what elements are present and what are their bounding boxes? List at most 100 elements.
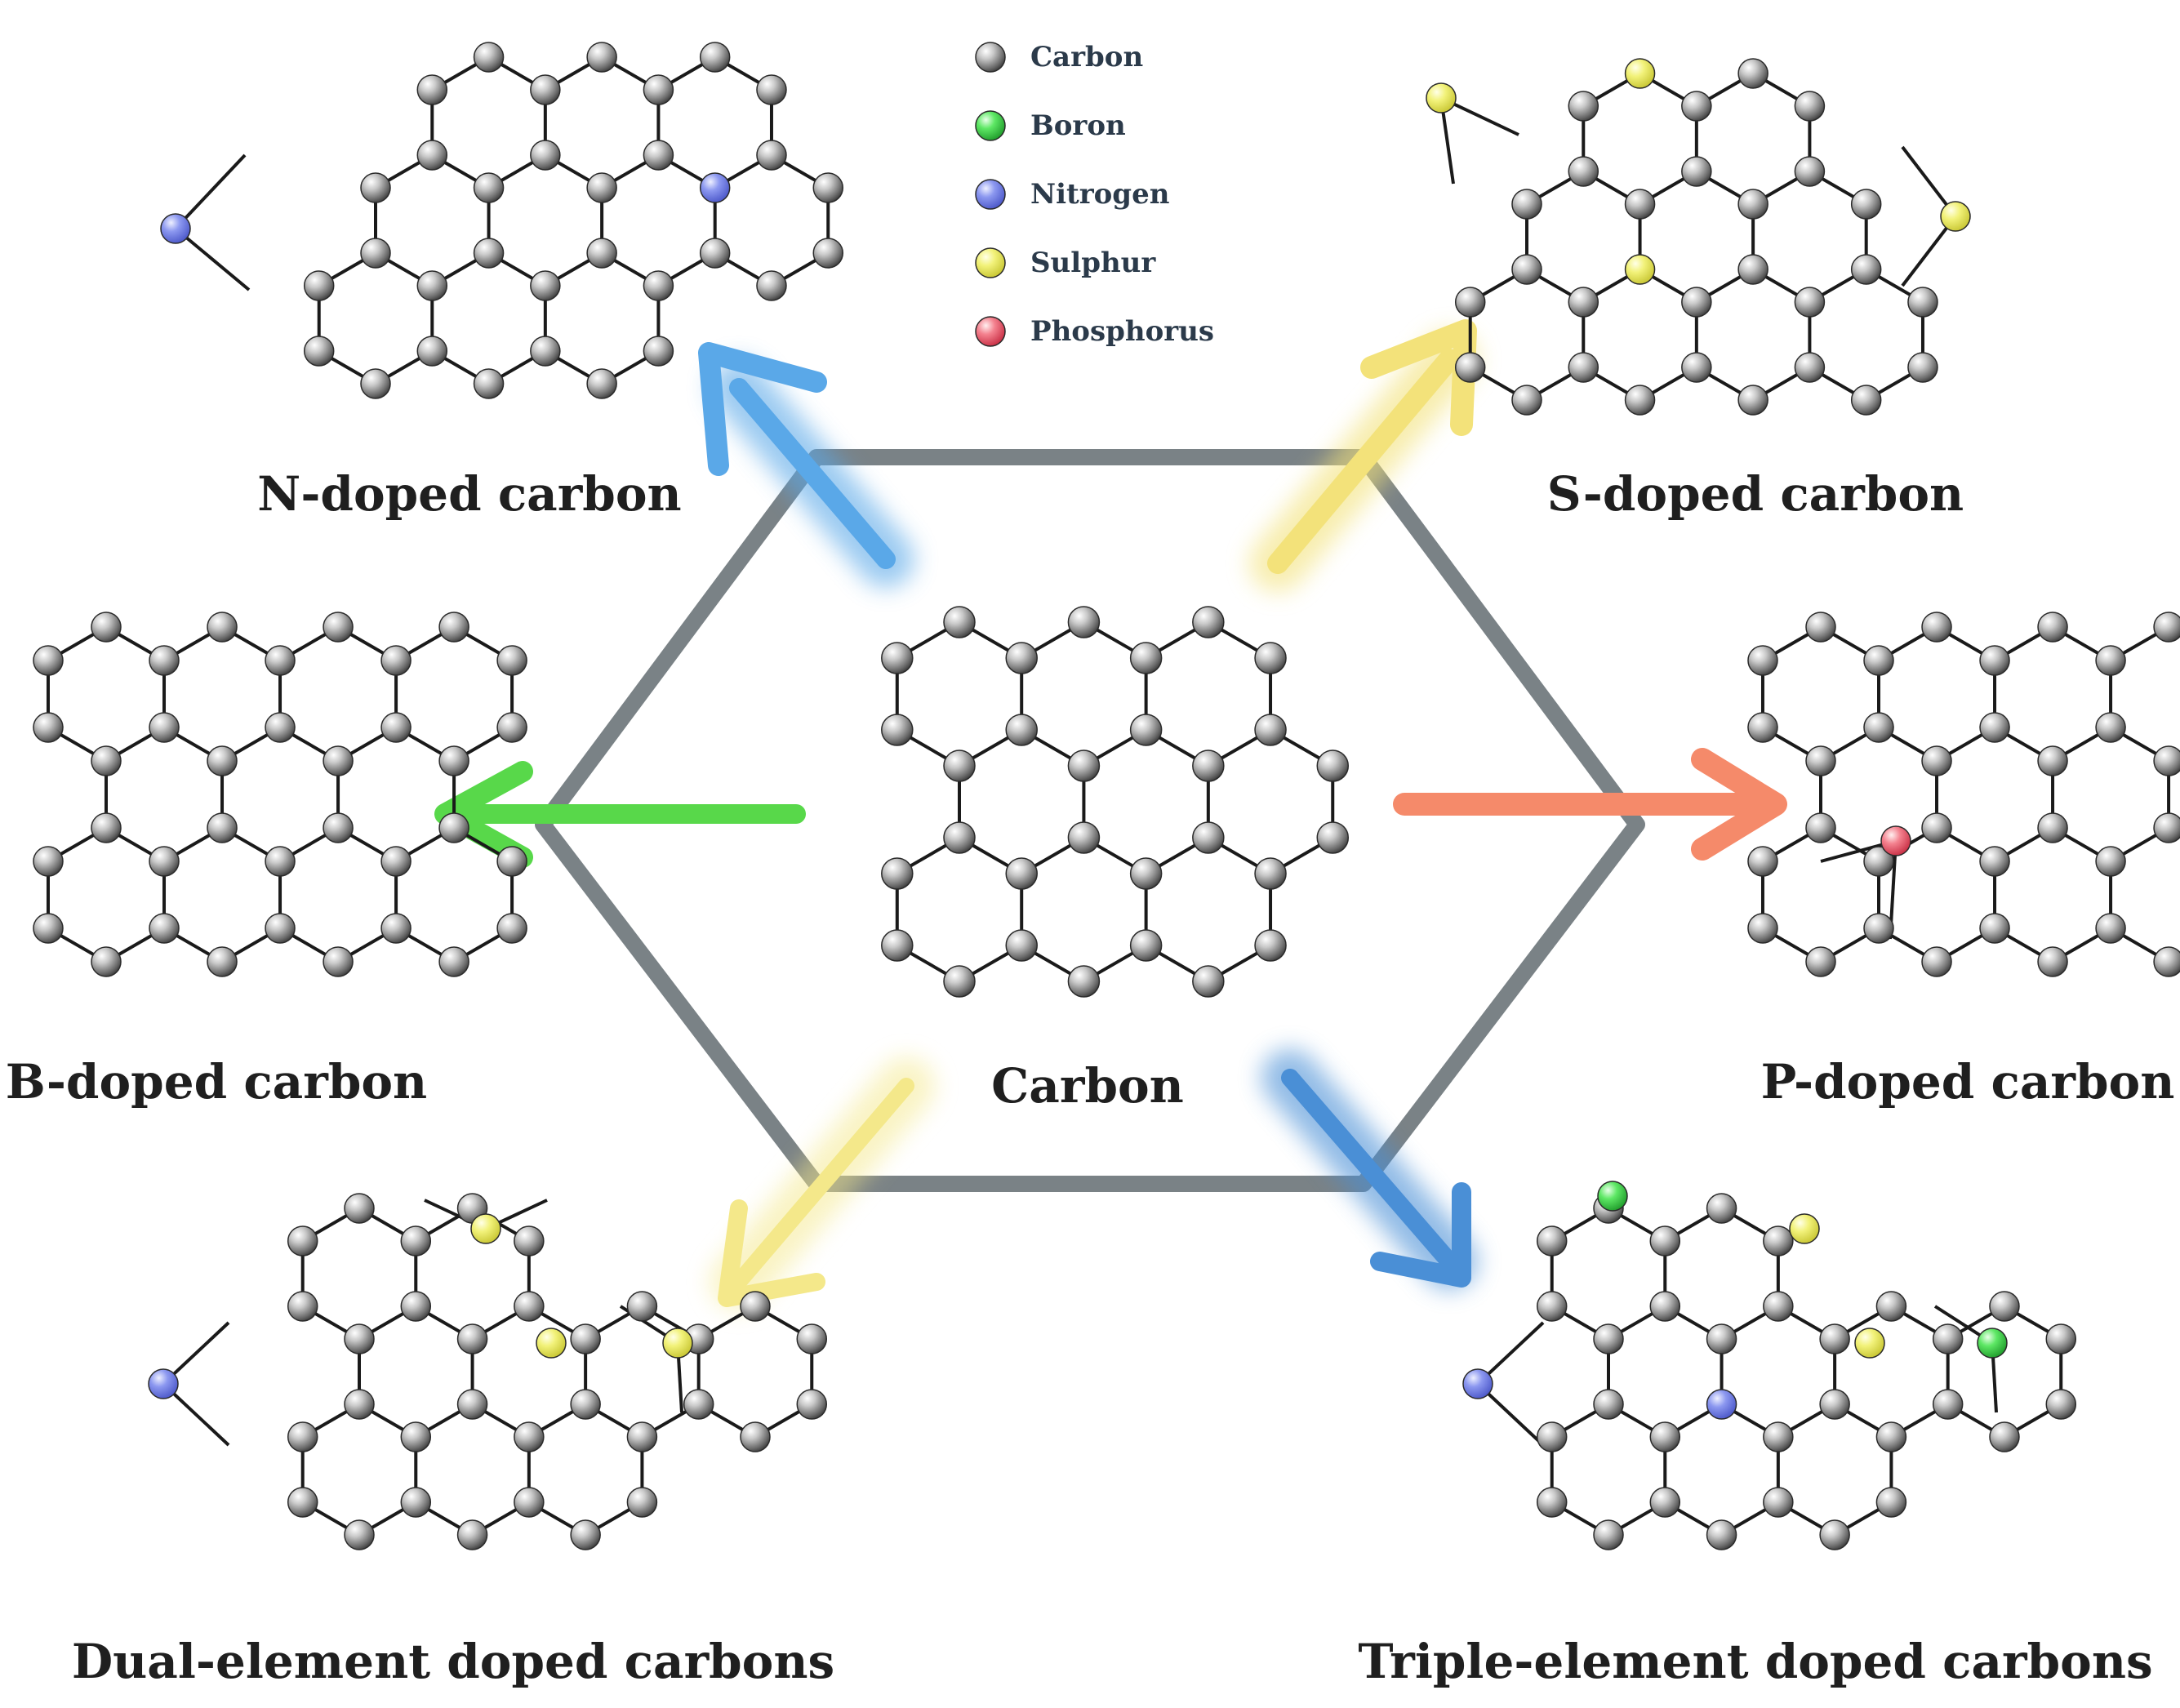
carbon-atom	[2037, 745, 2068, 776]
carbon-atom	[1254, 857, 1287, 890]
carbon-atom	[380, 913, 412, 944]
carbon-atom	[1593, 1389, 1624, 1420]
carbon-atom	[1454, 287, 1486, 318]
carbon-atom	[1706, 1193, 1737, 1224]
carbon-atom	[360, 172, 391, 203]
carbon-atom	[1681, 156, 1712, 187]
carbon-atom	[2045, 1389, 2077, 1420]
arrow-to-dual-element	[710, 1057, 935, 1310]
carbon-atom	[1819, 1519, 1850, 1550]
carbon-atom	[1763, 1421, 1794, 1452]
carbon-atom	[400, 1487, 432, 1518]
carbon-atom	[1067, 821, 1101, 854]
dual-element-lattice	[148, 1193, 828, 1550]
sulphur-atom	[470, 1213, 501, 1244]
carbon-atom	[1316, 821, 1350, 854]
carbon-atom	[323, 612, 354, 643]
nitrogen-legend-icon	[975, 179, 1006, 210]
bond	[174, 153, 247, 230]
carbon-atom	[1737, 254, 1768, 285]
carbon-atom	[1921, 612, 1952, 643]
p-doped-lattice	[1747, 612, 2180, 977]
carbon-atom	[2095, 913, 2126, 944]
carbon-atom	[1875, 1291, 1907, 1322]
carbon-atom	[1989, 1291, 2020, 1322]
carbon-atom	[416, 140, 448, 171]
carbon-atom	[796, 1323, 828, 1354]
carbon-atom	[1921, 946, 1952, 977]
carbon-atom	[1536, 1291, 1568, 1322]
carbon-atom	[380, 846, 412, 877]
carbon-atom	[570, 1323, 601, 1354]
carbon-atom	[1921, 812, 1952, 843]
arrow-to-n-doped	[698, 342, 914, 588]
carbon-atom	[265, 712, 296, 743]
carbon-atom	[1819, 1323, 1850, 1354]
carbon-atom	[456, 1519, 488, 1550]
carbon-atom	[438, 946, 469, 977]
carbon-atom	[400, 1421, 432, 1452]
carbon-atom	[586, 42, 617, 73]
carbon-atom	[207, 946, 238, 977]
nitrogen-atom	[699, 172, 731, 203]
carbon-atom	[1624, 189, 1656, 220]
carbon-atom	[943, 965, 976, 998]
carbon-atom	[91, 946, 122, 977]
carbon-atom	[626, 1421, 658, 1452]
carbon-atom	[1536, 1421, 1568, 1452]
carbon-atom	[1192, 965, 1225, 998]
carbon-atom	[1005, 857, 1038, 890]
carbon-atom	[380, 645, 412, 676]
carbon-atom	[1005, 929, 1038, 962]
carbon-atom	[416, 336, 448, 367]
carbon-atom	[473, 238, 505, 269]
carbon-atom	[91, 745, 122, 776]
carbon-atom	[1129, 929, 1163, 962]
carbon-atom	[1568, 156, 1599, 187]
carbon-atom	[1794, 287, 1826, 318]
carbon-atom	[1850, 254, 1882, 285]
carbon-atom	[626, 1487, 658, 1518]
legend-label: Nitrogen	[1030, 178, 1169, 211]
carbon-atom	[812, 238, 844, 269]
carbon-atom	[1737, 189, 1768, 220]
carbon-atom	[1536, 1225, 1568, 1257]
carbon-atom	[207, 612, 238, 643]
carbon-atom	[473, 42, 505, 73]
carbon-atom	[1805, 612, 1836, 643]
carbon-atom	[943, 821, 976, 854]
carbon-atom	[303, 270, 335, 301]
sulphur-atom	[1624, 254, 1656, 285]
carbon-atom	[265, 846, 296, 877]
carbon-atom	[207, 812, 238, 843]
carbon-atom	[1005, 714, 1038, 746]
carbon-atom	[1747, 846, 1778, 877]
carbon-atom	[496, 645, 527, 676]
carbon-atom	[1989, 1421, 2020, 1452]
label-s-doped: S-doped carbon	[1547, 466, 1964, 522]
carbon-atom	[456, 1323, 488, 1354]
carbon-atom	[33, 913, 64, 944]
carbon-atom	[1593, 1323, 1624, 1354]
carbon-atom	[1805, 946, 1836, 977]
carbon-atom	[699, 238, 731, 269]
carbon-atom	[1979, 645, 2010, 676]
carbon-atom	[344, 1193, 375, 1224]
carbon-atom	[1568, 91, 1599, 122]
pristine-carbon-lattice	[881, 606, 1350, 998]
carbon-atom	[530, 140, 561, 171]
label-p-doped: P-doped carbon	[1761, 1054, 2175, 1110]
carbon-atom	[1192, 821, 1225, 854]
carbon-atom	[149, 846, 180, 877]
carbon-atom	[1454, 352, 1486, 383]
carbon-atom	[1747, 913, 1778, 944]
carbon-atom	[530, 74, 561, 105]
carbon-atom	[1979, 846, 2010, 877]
carbon-atom	[1794, 91, 1826, 122]
carbon-atom	[1979, 913, 2010, 944]
carbon-atom	[33, 846, 64, 877]
carbon-atom	[1850, 385, 1882, 416]
boron-atom	[1977, 1328, 2008, 1359]
